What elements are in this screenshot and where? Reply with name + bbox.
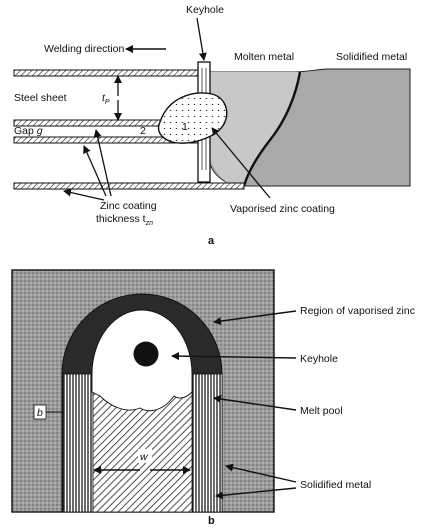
molten-metal-label: Molten metal	[234, 51, 294, 63]
region-2-label: 2	[140, 125, 146, 137]
zinc-arrow-1	[83, 145, 107, 197]
zinc-arrow-2	[93, 129, 112, 197]
keyhole-arrow-b	[171, 352, 297, 361]
solidified-arrow-1	[225, 463, 297, 483]
lower-sheet-bottom-coating	[13, 182, 245, 190]
melt-pool-arrow	[213, 395, 297, 411]
panel-b: b w Region of vaporised zinc Keyhole Mel…	[11, 269, 415, 527]
zinc-arrow-3	[63, 188, 105, 201]
keyhole-label-a: Keyhole	[186, 4, 224, 16]
keyhole-arrow-a	[196, 17, 207, 61]
thickness-label: thickness tzn	[96, 213, 153, 227]
solidified-arrow-2	[215, 487, 297, 500]
zinc-coating-label: Zinc coating	[100, 200, 157, 212]
welding-direction-label: Welding direction	[44, 43, 125, 55]
tp-label: tP	[102, 92, 110, 106]
vaporised-zinc-blob	[157, 92, 228, 144]
panel-b-letter: b	[208, 515, 215, 527]
solidified-strip-left	[62, 373, 94, 513]
solidified-metal-label-a: Solidified metal	[336, 51, 407, 63]
panel-a-letter: a	[208, 235, 215, 247]
molten-metal-region	[205, 72, 300, 186]
keyhole-label-b: Keyhole	[300, 353, 338, 365]
keyhole-b	[133, 341, 159, 367]
solidified-metal-label-b: Solidified metal	[300, 479, 371, 491]
region-1-label: 1	[182, 121, 188, 133]
w-label-box	[138, 449, 152, 463]
panel-a: Keyhole Welding direction Molten metal S…	[13, 4, 411, 247]
upper-sheet-top-coating	[13, 69, 207, 77]
solidified-strip-right	[191, 373, 223, 513]
region-vaporised-zinc-label: Region of vaporised zinc	[300, 305, 415, 317]
steel-sheet-label: Steel sheet	[14, 92, 67, 104]
w-label: w	[140, 451, 149, 463]
melt-pool-label: Melt pool	[300, 405, 343, 417]
gap-label: Gap g	[14, 125, 43, 137]
region-vaporised-zinc-arrow	[213, 310, 297, 326]
vaporised-zinc-arrow	[211, 127, 271, 199]
vaporised-zinc-label: Vaporised zinc coating	[230, 203, 335, 215]
b-label: b	[37, 407, 43, 419]
